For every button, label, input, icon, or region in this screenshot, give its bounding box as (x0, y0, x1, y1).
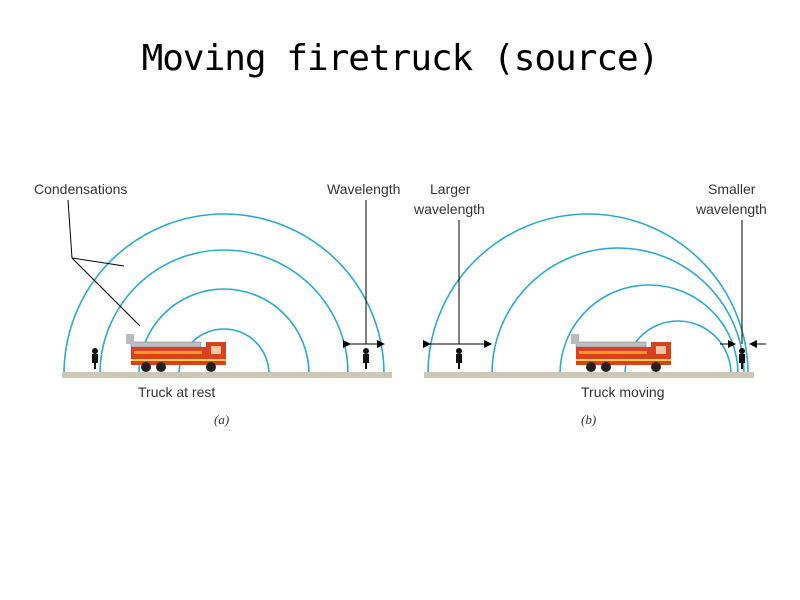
wavelength-label: Wavelength (327, 181, 400, 197)
larger-label-line2: wavelength (413, 201, 485, 217)
listener-icon (363, 348, 369, 369)
caption-b: Truck moving (581, 384, 665, 400)
panel-b: Larger wavelength Smaller wavelength Tru… (413, 181, 767, 427)
panel-letter-a: (a) (214, 412, 229, 427)
panel-letter-b: (b) (581, 412, 596, 427)
smaller-label-line2: wavelength (695, 201, 767, 217)
listener-icon (92, 348, 98, 369)
condensations-pointer (72, 258, 140, 326)
smaller-label-line1: Smaller (708, 181, 756, 197)
larger-label-line1: Larger (430, 181, 471, 197)
panel-a: Condensations Wavelength Truck at rest (… (34, 181, 400, 427)
caption-a: Truck at rest (138, 384, 215, 400)
condensations-label: Condensations (34, 181, 127, 197)
ground (62, 372, 392, 378)
ground (424, 372, 754, 378)
firetruck-icon (571, 334, 671, 372)
listener-icon (456, 348, 462, 369)
firetruck-icon (126, 334, 226, 372)
